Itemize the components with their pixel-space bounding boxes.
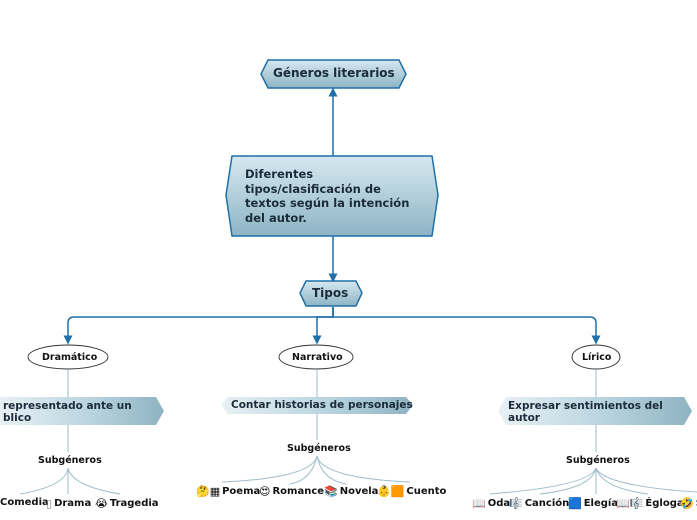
leaf-connectors [19,370,697,495]
poema-icon: 🤔▦ [196,485,221,498]
leaf-cancion[interactable]: 🎼 Canción [509,497,569,510]
category-node-narrativo[interactable] [278,344,354,370]
root-label: Géneros literarios [273,66,395,80]
connector-tipos-to-dramatico [63,307,334,345]
novela-icon: 📚 [324,485,338,498]
oda-icon: 📖 [472,497,486,510]
leaf-label: Drama [54,498,92,509]
category-label-narrativo: Narrativo [292,352,343,363]
leaf-comedia[interactable]: Comedia [0,497,49,508]
drama-icon: ▯ [46,497,53,510]
leaf-label: Romance [272,486,325,497]
leaf-tragedia[interactable]: 😭 Tragedia [95,497,159,510]
leaf-egloga[interactable]: 📖🎼 Égloga [616,497,684,510]
category-node-lirico[interactable] [571,344,621,370]
subgeneros-label-dramatico: Subgéneros [38,455,102,466]
tragedia-icon: 😭 [95,497,108,510]
egloga-icon: 📖🎼 [616,497,644,510]
purpose-banner-dramatico[interactable] [0,397,164,425]
category-label-lirico: Lírico [582,352,612,363]
leaf-romance[interactable]: 😍 Romance [259,485,324,498]
leaf-poema[interactable]: 🤔▦ Poema [196,485,260,498]
leaf-elegia[interactable]: 🟦 Elegía [568,497,618,510]
cuento-icon: 👶🟧 [377,485,405,498]
leaf-oda[interactable]: 📖 Oda [472,497,510,510]
purpose-label-dramatico: representado ante un blico [0,400,160,424]
purpose-dramatico-visible: representado ante un blico [3,400,132,424]
romance-icon: 😍 [259,485,271,498]
purpose-label-lirico: Expresar sentimientos del autor [508,400,663,424]
leaf-novela[interactable]: 📚 Novela [324,485,378,498]
leaf-label: Comedia [0,497,49,508]
s-icon: 🤣 [680,497,694,510]
connector-tipos-to-narrativo [312,307,334,345]
leaf-label: Égloga [645,498,684,509]
leaf-label: Poema [222,486,261,497]
elegia-icon: 🟦 [568,497,582,510]
connector-tipos-to-lirico [332,307,601,345]
leaf-label: S [696,498,697,509]
leaf-drama[interactable]: ▯ Drama [46,497,91,510]
leaf-s[interactable]: 🤣 S [680,497,697,510]
purpose-banner-lirico[interactable] [498,397,692,425]
connectors [63,87,601,345]
leaf-label: Elegía [583,498,619,509]
purpose-banner-narrativo[interactable] [221,397,413,414]
cancion-icon: 🎼 [509,497,523,510]
leaf-label: Cuento [406,486,447,497]
leaf-label: Canción [524,498,570,509]
subgeneros-label-narrativo: Subgéneros [287,443,351,454]
description-node[interactable] [225,155,439,237]
description-label: Diferentes tipos/clasificación de textos… [245,167,410,225]
subgeneros-label-lirico: Subgéneros [566,455,630,466]
category-node-dramatico[interactable] [27,344,109,370]
root-node[interactable] [260,59,407,89]
leaf-label: Tragedia [109,498,159,509]
purpose-label-narrativo: Contar historias de personajes [231,399,413,411]
leaf-label: Oda [487,498,511,509]
category-label-dramatico: Dramático [42,352,98,363]
leaf-cuento[interactable]: 👶🟧 Cuento [377,485,446,498]
tipos-node[interactable] [299,280,363,307]
leaf-label: Novela [339,486,379,497]
tipos-label: Tipos [312,286,349,300]
